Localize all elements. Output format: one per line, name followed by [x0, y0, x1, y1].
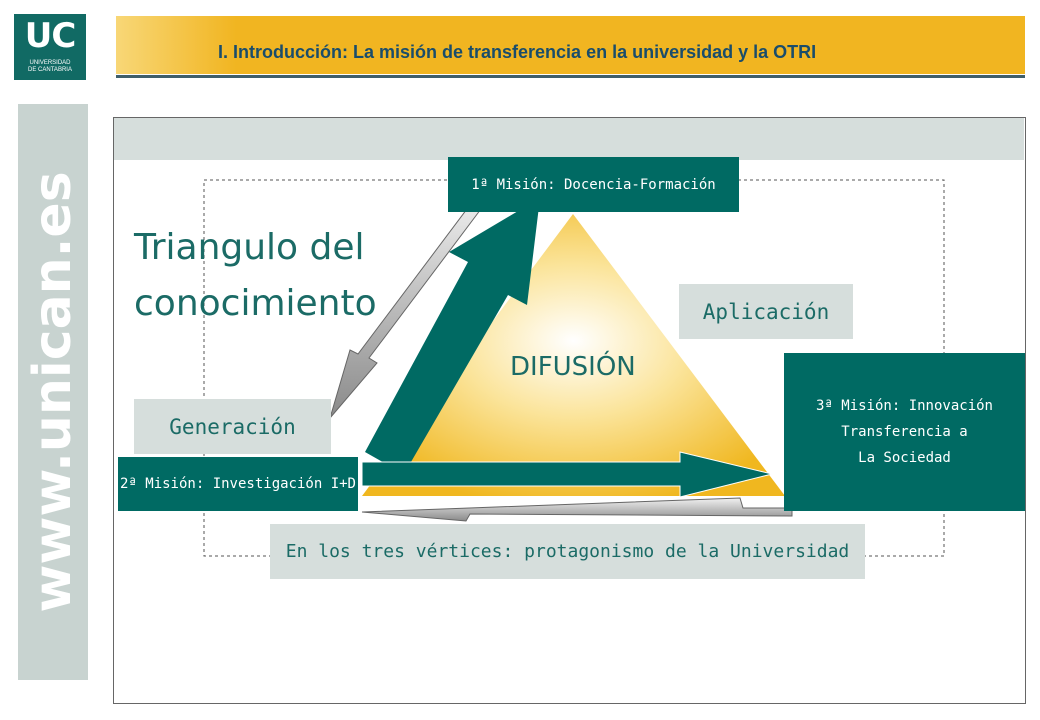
difusion-label: DIFUSIÓN [510, 352, 636, 382]
arrow-investigacion-to-innovacion [361, 451, 773, 498]
sidebar [18, 104, 88, 680]
logo-line1: UNIVERSIDAD [29, 60, 71, 66]
arrow-investigacion-to-docencia [365, 198, 540, 474]
generation-label: Generación [134, 399, 331, 454]
header-divider [116, 75, 1025, 78]
mission3-line3: La Sociedad [858, 450, 951, 466]
diagram-title-line2: conocimiento [134, 283, 377, 324]
vertices-caption: En los tres vértices: protagonismo de la… [270, 524, 865, 579]
content-frame [113, 117, 1026, 704]
university-logo: UC UNIVERSIDAD DE CANTABRIA [14, 14, 86, 80]
mission3-box: 3ª Misión: Innovación Transferencia a La… [784, 353, 1025, 511]
diagram-title-line1: Triangulo del [134, 227, 365, 268]
header-title: I. Introducción: La misión de transferen… [218, 42, 817, 62]
arrow-docencia-to-generacion [329, 188, 494, 419]
mission3-line2: Transferencia a [841, 424, 968, 440]
header-bar [116, 16, 1025, 74]
logo-line2: DE CANTABRIA [28, 67, 72, 73]
mission3-line1: 3ª Misión: Innovación [815, 398, 993, 414]
mission2-box: 2ª Misión: Investigación I+D [118, 457, 358, 511]
diagram-title: Triangulo del conocimiento [134, 220, 377, 332]
arrow-innovacion-to-investigacion [361, 497, 793, 522]
application-label: Aplicación [679, 284, 853, 339]
logo-subtitle: UNIVERSIDAD DE CANTABRIA [14, 60, 86, 74]
knowledge-triangle [362, 214, 785, 496]
logo-acronym: UC [24, 16, 77, 56]
mission1-box: 1ª Misión: Docencia-Formación [448, 157, 739, 212]
content-band [114, 118, 1024, 160]
